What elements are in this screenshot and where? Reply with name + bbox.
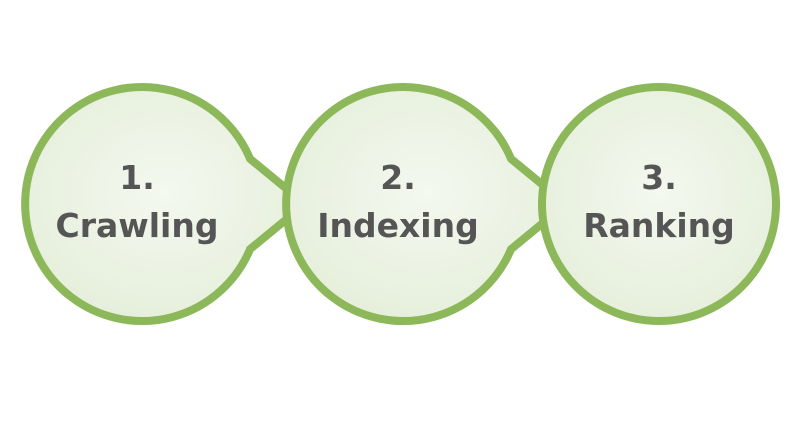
- step-3-number: 3.: [641, 158, 677, 197]
- step-1-label: Crawling: [56, 206, 219, 245]
- step-1: 1. Crawling: [21, 83, 312, 325]
- step-1-bubble: [21, 83, 312, 325]
- step-2: 2. Indexing: [282, 83, 573, 325]
- step-3: 3. Ranking: [538, 83, 780, 325]
- step-2-label: Indexing: [317, 206, 479, 245]
- step-3-label: Ranking: [583, 206, 735, 245]
- step-2-number: 2.: [380, 158, 416, 197]
- step-3-bubble: [538, 83, 780, 325]
- step-1-number: 1.: [119, 158, 155, 197]
- step-2-bubble: [282, 83, 573, 325]
